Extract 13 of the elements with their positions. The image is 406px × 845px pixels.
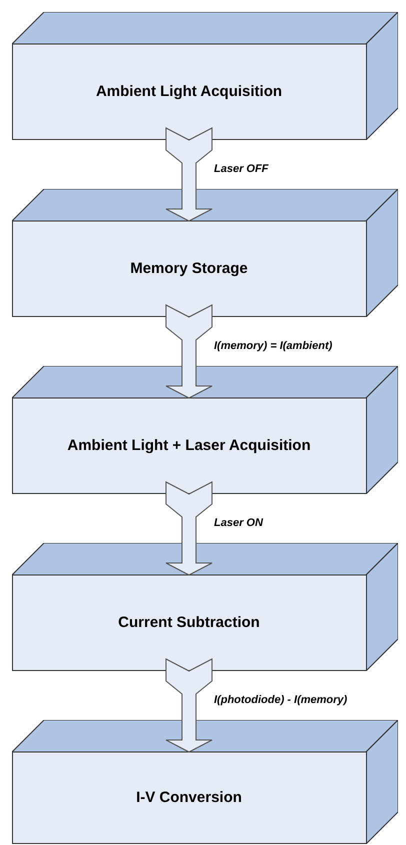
block-arrow: [166, 127, 212, 222]
block-arrow: [166, 658, 212, 753]
edge-label: Laser OFF: [214, 162, 268, 176]
edge-label: Laser ON: [214, 516, 263, 530]
block-arrow: [166, 481, 212, 576]
edge-label: I(photodiode) - I(memory): [214, 692, 348, 708]
edge-label: I(memory) = I(ambient): [214, 338, 332, 354]
block-label: Ambient Light + Laser Acquisition: [67, 436, 311, 456]
block-label: Current Subtraction: [118, 612, 260, 633]
block-label: Ambient Light Acquisition: [96, 82, 282, 102]
block-arrow: [166, 304, 212, 399]
block-label: Memory Storage: [130, 258, 248, 279]
block-label: I-V Conversion: [136, 788, 242, 808]
